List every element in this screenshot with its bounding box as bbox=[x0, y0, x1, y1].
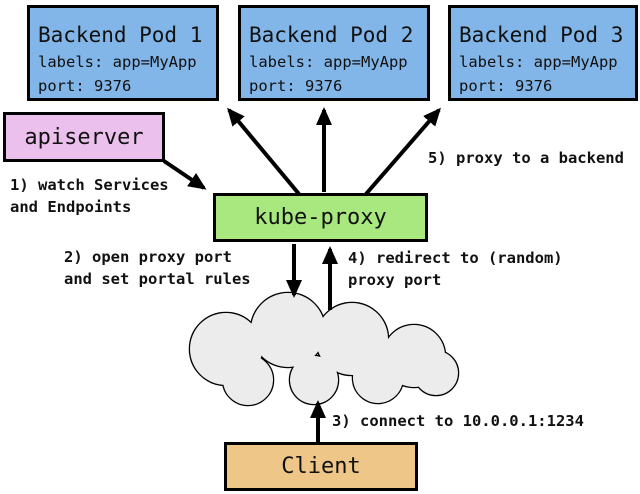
backend-pod-1-box: Backend Pod 1 labels: app=MyApp port: 93… bbox=[27, 5, 219, 101]
client-box: Client bbox=[224, 442, 418, 491]
step1-watch-services-label: 1) watch Services and Endpoints bbox=[10, 176, 169, 216]
backend-pod-1-labels: labels: app=MyApp bbox=[38, 53, 197, 71]
client-label: Client bbox=[281, 454, 361, 479]
step4-redirect-label: 4) redirect to (random) proxy port bbox=[348, 249, 563, 289]
backend-pod-2-port: port: 9376 bbox=[249, 77, 343, 95]
arrow-kube-proxy-to-pod1 bbox=[227, 107, 301, 196]
backend-pod-3-title: Backend Pod 3 bbox=[459, 23, 624, 47]
backend-pod-1-title: Backend Pod 1 bbox=[38, 23, 203, 47]
backend-pod-2-box: Backend Pod 2 labels: app=MyApp port: 93… bbox=[238, 5, 430, 101]
backend-pod-3-box: Backend Pod 3 labels: app=MyApp port: 93… bbox=[448, 5, 638, 101]
step2-open-proxy-port-label: 2) open proxy port and set portal rules bbox=[64, 248, 251, 288]
apiserver-label: apiserver bbox=[24, 124, 144, 150]
arrow-apiserver-to-kube-proxy bbox=[162, 159, 207, 190]
backend-pod-3-port: port: 9376 bbox=[459, 77, 553, 95]
kube-proxy-label: kube-proxy bbox=[254, 205, 387, 230]
iptables-cloud-label: iptables bbox=[284, 339, 362, 358]
step3-connect-label: 3) connect to 10.0.0.1:1234 bbox=[332, 412, 584, 430]
apiserver-box: apiserver bbox=[3, 112, 165, 162]
kube-proxy-box: kube-proxy bbox=[213, 193, 428, 242]
backend-pod-2-labels: labels: app=MyApp bbox=[249, 53, 408, 71]
backend-pod-1-port: port: 9376 bbox=[38, 77, 132, 95]
backend-pod-3-labels: labels: app=MyApp bbox=[459, 53, 618, 71]
step5-proxy-backend-label: 5) proxy to a backend bbox=[428, 149, 624, 167]
backend-pod-2-title: Backend Pod 2 bbox=[249, 23, 414, 47]
